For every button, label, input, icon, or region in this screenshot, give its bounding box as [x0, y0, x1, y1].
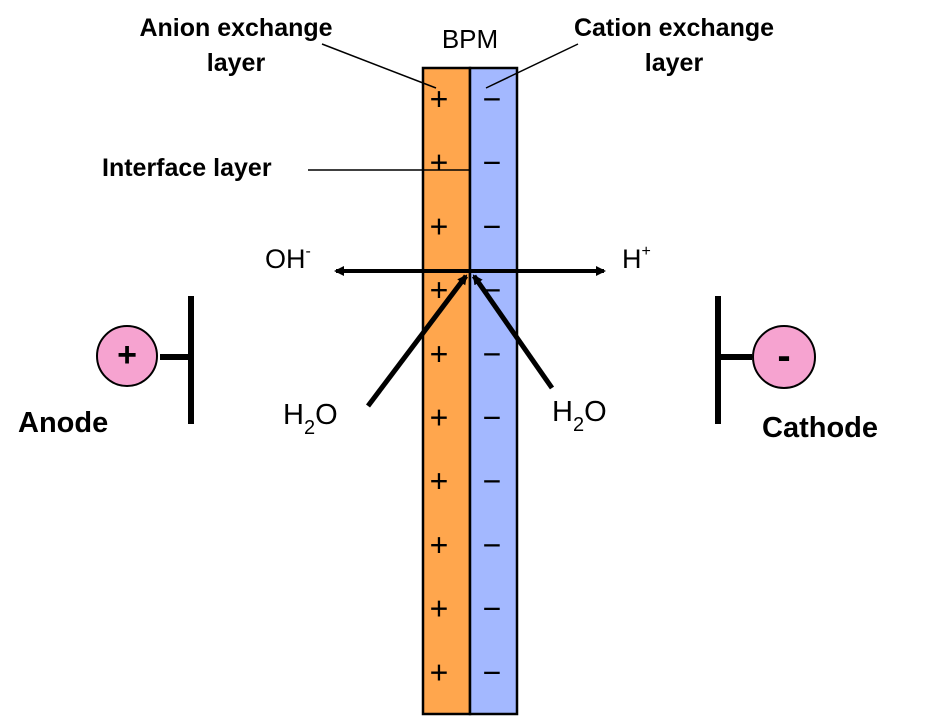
cation-layer-leader-line	[485, 43, 579, 89]
cation-sign: −	[483, 654, 502, 690]
cation-sign: −	[483, 463, 502, 499]
anode-circle	[96, 325, 158, 387]
cation-sign: −	[483, 81, 502, 117]
cation-sign: −	[483, 336, 502, 372]
proton-label: H+	[622, 243, 651, 274]
cation-sign: −	[483, 400, 502, 436]
cathode-circle	[752, 325, 816, 389]
water-right-label: H2O	[552, 396, 607, 436]
anion-layer-label-line1: Anion exchange	[139, 14, 332, 42]
cation-sign: −	[483, 208, 502, 244]
anion-sign: +	[430, 208, 449, 244]
anode-sign: +	[117, 336, 137, 374]
water-left-label: H2O	[283, 399, 338, 439]
cation-layer-label-line2: layer	[645, 49, 704, 77]
anode-label: Anode	[18, 407, 108, 439]
anion-sign: +	[430, 81, 449, 117]
anion-sign: +	[430, 145, 449, 181]
anion-sign: +	[430, 400, 449, 436]
anion-layer-leader-line	[321, 43, 437, 89]
anion-sign: +	[430, 527, 449, 563]
anion-sign: +	[430, 591, 449, 627]
anion-sign: +	[430, 336, 449, 372]
cation-sign: −	[483, 527, 502, 563]
anion-sign: +	[430, 463, 449, 499]
cation-sign: −	[483, 145, 502, 181]
anion-layer-label-line2: layer	[207, 49, 266, 77]
anion-exchange-layer	[421, 66, 472, 716]
water-arrow-right	[471, 274, 555, 390]
cation-exchange-layer	[468, 66, 519, 716]
bpm-title: BPM	[442, 24, 498, 54]
cathode-label: Cathode	[762, 412, 878, 444]
cathode-sign: -	[777, 334, 790, 378]
cation-sign: −	[483, 591, 502, 627]
anion-sign: +	[430, 654, 449, 690]
cation-layer-label-line1: Cation exchange	[574, 14, 774, 42]
anion-sign-group: + + + + + + + + + +	[430, 81, 449, 690]
hydroxide-label: OH-	[265, 243, 311, 274]
cation-sign-group: −−−−−−−−−−	[483, 81, 502, 690]
anion-sign: +	[430, 272, 449, 308]
interface-layer-label: Interface layer	[102, 154, 272, 182]
water-arrow-left	[366, 274, 468, 408]
